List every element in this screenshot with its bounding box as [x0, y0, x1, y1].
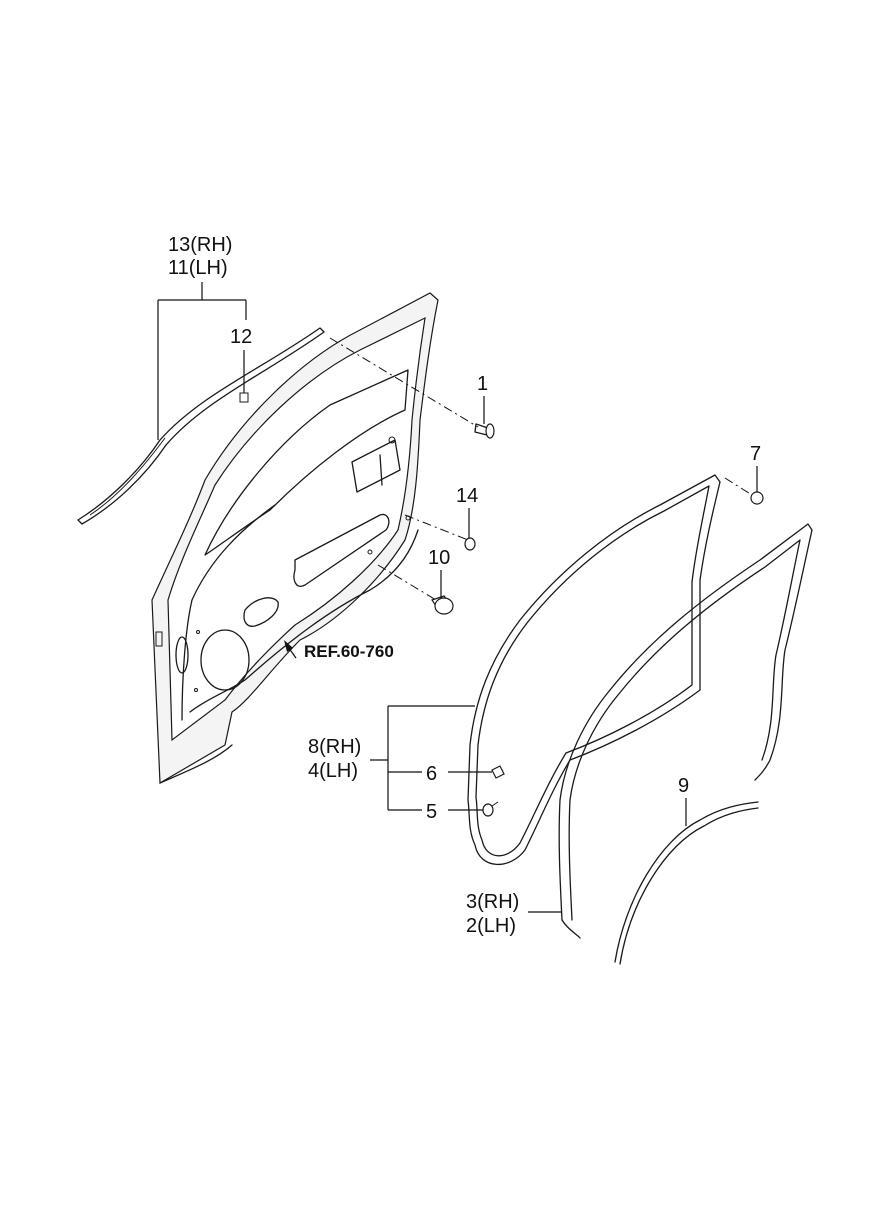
callout-4: 4(LH) — [308, 760, 358, 782]
clip-6 — [491, 765, 505, 779]
plug-14 — [464, 537, 476, 551]
callout-14: 14 — [456, 485, 478, 507]
callout-11: 11(LH) — [168, 257, 228, 279]
callout-8: 8(RH) — [308, 736, 361, 758]
clip-7 — [750, 491, 764, 505]
reference-label: REF.60-760 — [304, 642, 394, 661]
reference-lines — [329, 337, 753, 601]
bolt-1 — [474, 423, 495, 439]
strip-9 — [614, 801, 759, 965]
screw-5 — [482, 801, 499, 817]
reference-arrow-icon — [284, 640, 293, 652]
clip-12-shape — [239, 392, 249, 403]
callout-10: 10 — [428, 547, 450, 569]
callout-6: 6 — [426, 763, 437, 785]
leader-lines — [157, 282, 758, 913]
callout-9: 9 — [678, 775, 689, 797]
callout-5: 5 — [426, 801, 437, 823]
callout-2: 2(LH) — [466, 915, 516, 937]
callout-7: 7 — [750, 443, 761, 465]
callout-12: 12 — [230, 326, 252, 348]
body-weatherstrip — [558, 523, 813, 939]
door-panel — [151, 292, 439, 785]
bumper-10 — [431, 595, 454, 615]
door-weatherstrip — [467, 474, 721, 866]
callout-3: 3(RH) — [466, 891, 519, 913]
callout-1: 1 — [477, 373, 488, 395]
callout-13: 13(RH) — [168, 234, 232, 256]
